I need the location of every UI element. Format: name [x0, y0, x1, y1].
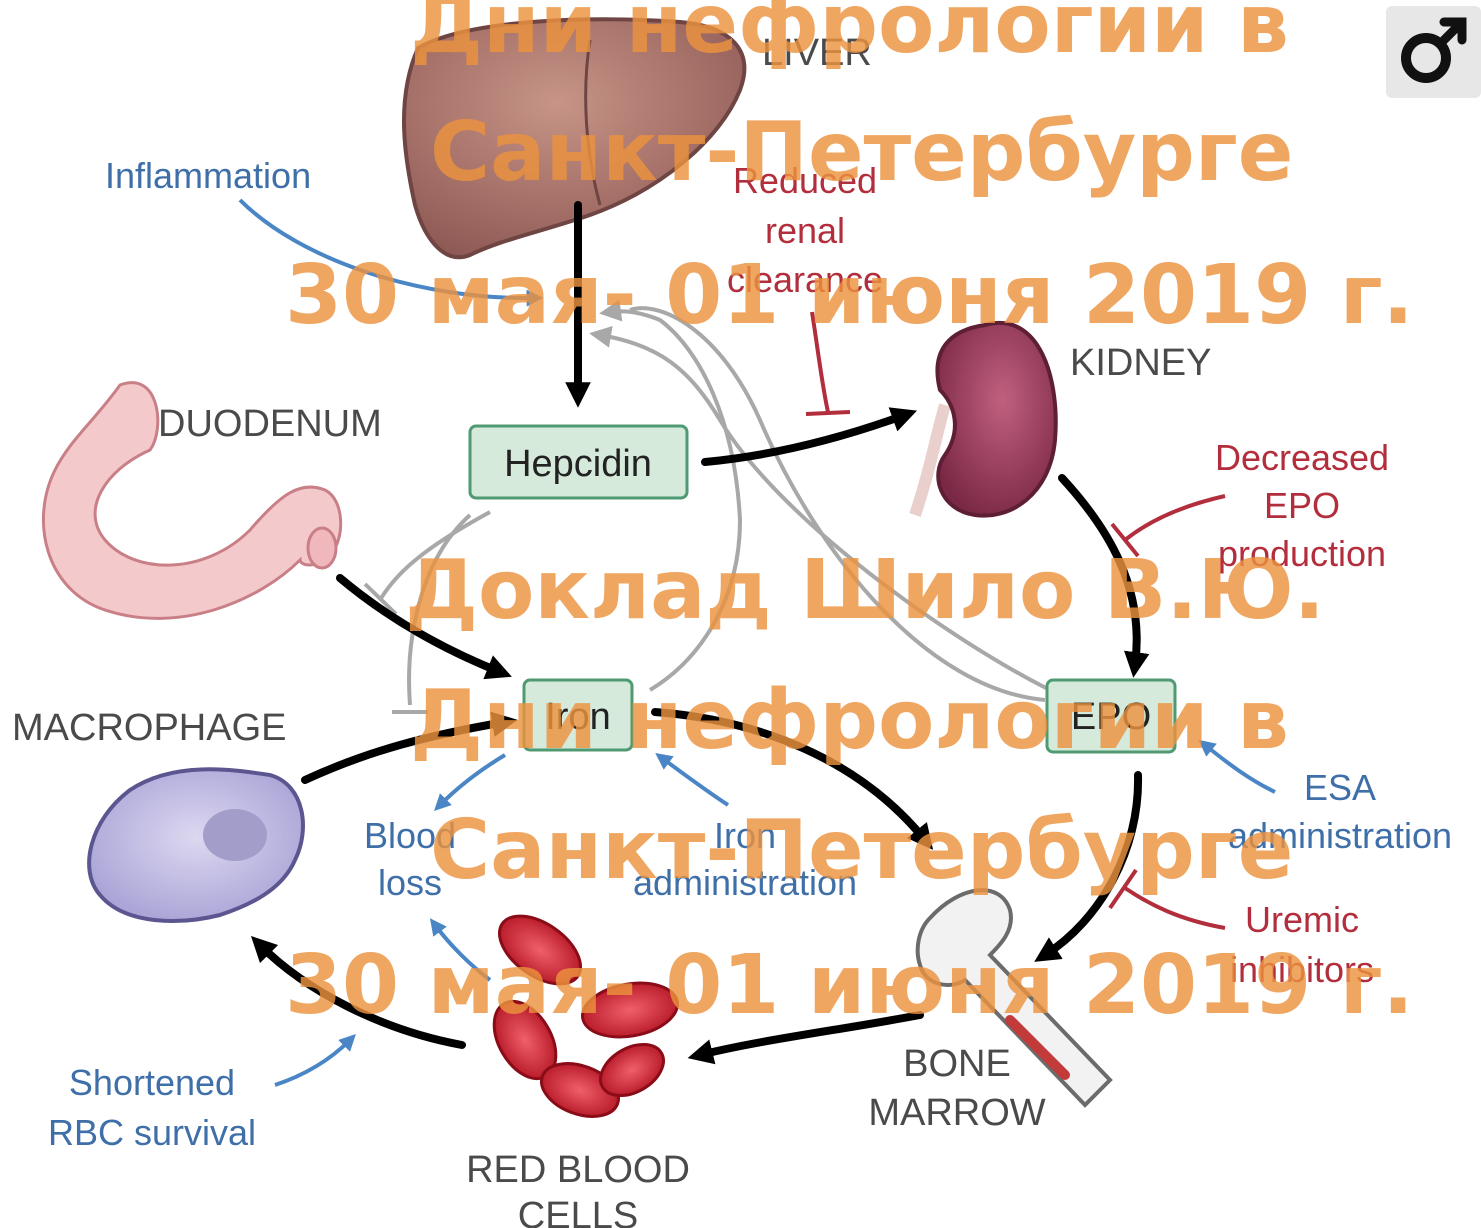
- iron-administration-label-line1: Iron: [714, 815, 776, 856]
- stimulator-arrows: [240, 200, 1275, 1085]
- bone-marrow-label-line1: BONE: [903, 1043, 1011, 1085]
- red-blood-cells-label-line2: CELLS: [518, 1195, 638, 1228]
- reduced-renal-clearance-line: [812, 312, 828, 412]
- blood-loss-label-line2: loss: [378, 862, 442, 903]
- epo-to-bone-marrow-arrow: [1045, 775, 1138, 955]
- duodenum-to-iron-arrow: [340, 578, 500, 672]
- hepcidin-inhibits-absorption-line: [380, 512, 490, 600]
- red-blood-cells-label-line1: RED BLOOD: [466, 1149, 690, 1191]
- shortened-rbc-survival-label-line1: Shortened: [69, 1062, 235, 1103]
- bone-marrow-to-rbc-arrow: [700, 1015, 920, 1055]
- hepcidin-to-kidney-arrow: [705, 415, 905, 462]
- epo-node: EPO: [1047, 680, 1175, 752]
- bone-marrow-label-line2: MARROW: [868, 1092, 1045, 1134]
- macrophage-illustration: [89, 769, 303, 921]
- decreased-epo-production-label-line1: Decreased: [1215, 437, 1389, 478]
- uremic-inhibitors-line: [1125, 888, 1225, 928]
- blood-loss-arrow: [440, 755, 505, 805]
- decreased-epo-production-line: [1125, 496, 1225, 540]
- corner-badge: [1386, 6, 1481, 98]
- decreased-epo-production-label-line2: EPO: [1264, 485, 1340, 526]
- red-blood-cells-illustration: [481, 902, 681, 1126]
- kidney-to-epo-arrow: [1062, 478, 1137, 665]
- iron-to-bone-marrow-arrow: [655, 712, 925, 840]
- blood-loss-label-line1: Blood: [364, 815, 456, 856]
- epo-label: EPO: [1071, 696, 1151, 738]
- macrophage-label: MACROPHAGE: [12, 707, 286, 749]
- reduced-renal-clearance-bar: [806, 412, 850, 414]
- macrophage-to-iron-arrow: [305, 722, 505, 780]
- rbc-to-macrophage-arrow: [260, 945, 462, 1045]
- esa-administration-label-line1: ESA: [1304, 767, 1376, 808]
- kidney-label: KIDNEY: [1070, 342, 1211, 384]
- iron-to-hepcidin-feedback-arrow: [610, 311, 740, 690]
- hepcidin-label: Hepcidin: [504, 443, 652, 485]
- iron-administration-label-line2: administration: [633, 862, 857, 903]
- kidney-illustration: [915, 323, 1056, 516]
- inflammation-label: Inflammation: [105, 155, 311, 196]
- shortened-rbc-survival-arrow: [275, 1040, 350, 1085]
- iron-label: Iron: [545, 696, 610, 738]
- hepcidin-node: Hepcidin: [470, 426, 687, 498]
- liver-label: LIVER: [762, 32, 872, 74]
- iron-node: Iron: [524, 680, 632, 750]
- reduced-renal-clearance-label-line2: renal: [765, 210, 845, 251]
- shortened-rbc-survival-label-line2: RBC survival: [48, 1112, 256, 1153]
- male-symbol-icon: [1386, 6, 1481, 98]
- uremic-inhibitors-label-line2: inhibitors: [1230, 949, 1374, 990]
- decreased-epo-production-label-line3: production: [1218, 533, 1386, 574]
- reduced-renal-clearance-label-line1: Reduced: [733, 160, 877, 201]
- esa-administration-arrow: [1205, 745, 1275, 792]
- reduced-renal-clearance-label-line3: clearance: [727, 259, 883, 300]
- uremic-inhibitors-label-line1: Uremic: [1245, 899, 1359, 940]
- esa-administration-label-line2: administration: [1228, 815, 1452, 856]
- duodenum-label: DUODENUM: [158, 403, 382, 445]
- iron-administration-arrow: [662, 758, 728, 805]
- rbc-to-blood-loss-arrow: [435, 925, 490, 980]
